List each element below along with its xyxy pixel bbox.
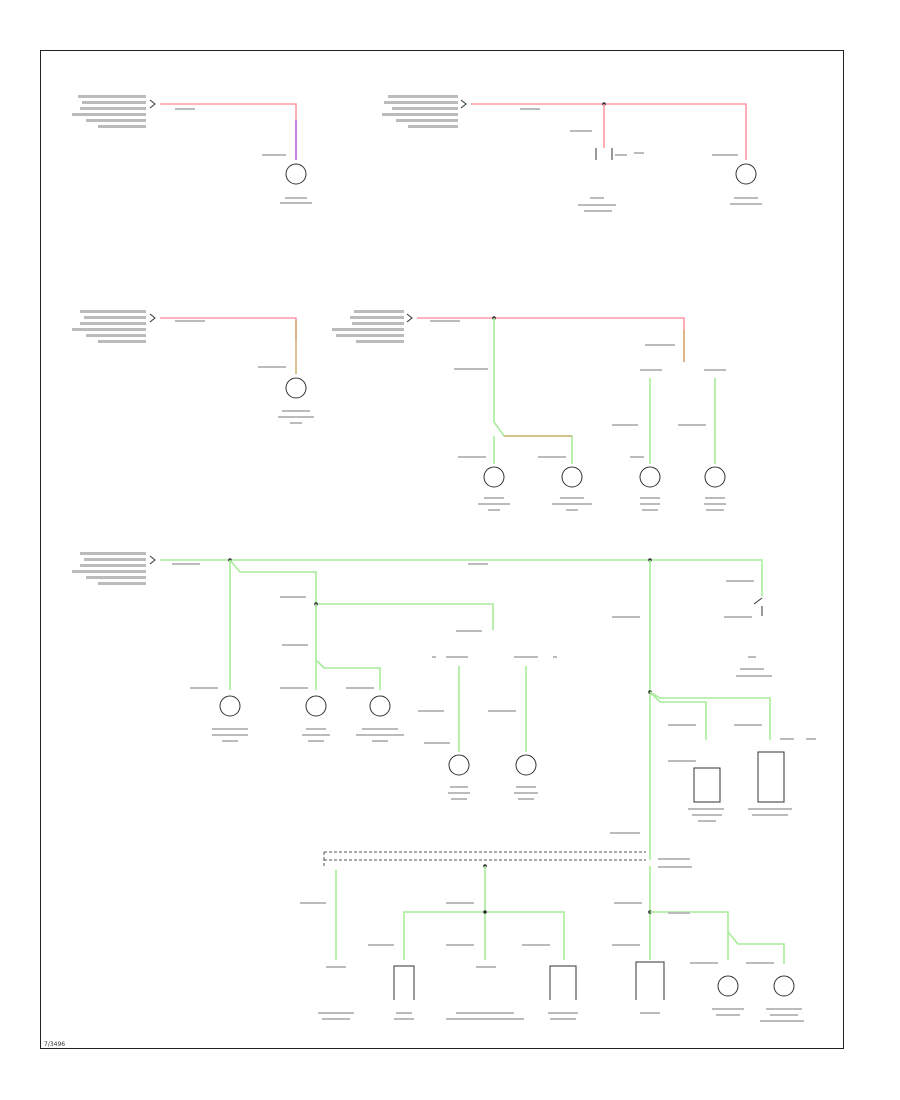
switch-icon — [635, 961, 665, 1000]
wire-green — [493, 318, 573, 464]
junction-connector-outline — [323, 851, 646, 868]
wire-green — [160, 559, 763, 596]
bulb-icon — [735, 163, 757, 185]
circuit-junction-connector — [300, 851, 804, 1022]
bulb-icon — [515, 754, 537, 776]
circuit-corner-illumination — [418, 656, 557, 800]
connector-arrow — [149, 99, 156, 109]
bulb-icon — [448, 754, 470, 776]
splice-dot — [483, 910, 487, 914]
circuit-left-side-illumination — [72, 552, 763, 742]
bulb-icon — [285, 163, 307, 185]
circuit-right-corner-lamps — [612, 369, 726, 511]
wire-green — [649, 691, 707, 740]
connector-arrow — [406, 313, 413, 323]
bulb-icon — [369, 695, 391, 717]
bulb-icon — [639, 466, 661, 488]
switch-icon — [549, 965, 577, 1000]
wire-green — [403, 911, 485, 960]
bulb-icon — [704, 466, 726, 488]
cluster-box-icon — [757, 751, 785, 803]
source-label-block — [72, 552, 146, 585]
wire-green — [650, 911, 785, 964]
connector-arrow — [149, 555, 156, 565]
bulb-icon — [483, 466, 505, 488]
wire-green — [485, 911, 565, 960]
bulb-icon — [773, 975, 795, 997]
wire-green — [649, 691, 771, 740]
source-label-block — [72, 95, 146, 128]
source-label-block — [382, 95, 458, 128]
source-label-block — [332, 310, 404, 343]
bulb-icon — [305, 695, 327, 717]
circuit-left-headlamp — [72, 95, 312, 204]
circuit-dimmer-and-cluster — [610, 560, 816, 860]
wire-red — [471, 103, 747, 160]
connector-arrow — [460, 99, 467, 109]
diagram-frame — [40, 50, 844, 1049]
bulb-icon — [285, 377, 307, 399]
switch-contacts — [753, 597, 763, 616]
footer-code: 7/3496 — [44, 1041, 65, 1048]
bulb-icon — [561, 466, 583, 488]
switch-contacts — [595, 148, 613, 160]
wire-red — [417, 317, 685, 362]
source-label-block — [72, 310, 146, 343]
switch-icon — [393, 965, 415, 1000]
dimmer-switch-icon — [693, 767, 721, 803]
wire-red — [160, 103, 297, 120]
circuit-right-headlamp — [382, 95, 762, 212]
connector-arrow — [149, 313, 156, 323]
wire-green — [229, 559, 494, 630]
bulb-icon — [717, 975, 739, 997]
circuit-right-rear-tail — [72, 310, 314, 424]
bulb-icon — [219, 695, 241, 717]
wire-green — [315, 659, 381, 690]
circuit-right-front-park — [332, 310, 685, 511]
